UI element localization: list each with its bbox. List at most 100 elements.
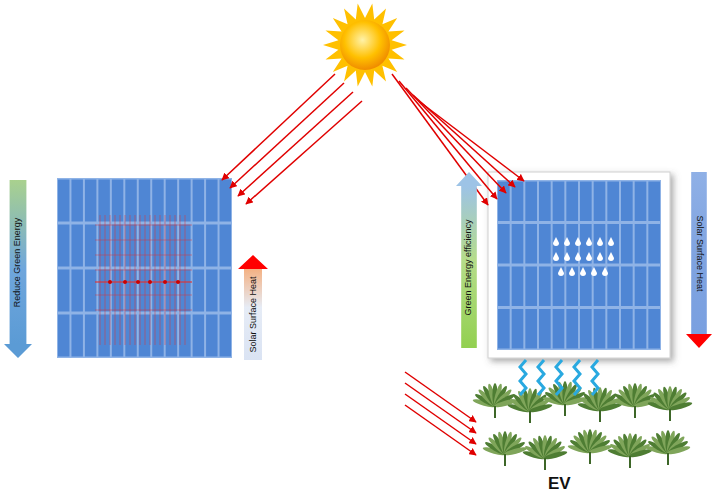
solar-cell (139, 225, 150, 267)
solar-cell (152, 180, 163, 222)
heat-hatch (160, 215, 161, 345)
heat-dot (136, 280, 140, 284)
solar-cell (580, 267, 592, 307)
arrow-body (456, 172, 482, 348)
solar-cell (152, 315, 163, 357)
solar-cell (220, 225, 231, 267)
heat-hatch (140, 215, 141, 345)
solar-cell (139, 180, 150, 222)
arrow-body (238, 255, 268, 360)
solar-cell (58, 270, 69, 312)
heat-hatch (95, 255, 192, 256)
solar-cell (58, 180, 69, 222)
solar-cell (58, 315, 69, 357)
solar-cell (166, 180, 177, 222)
sun-ray (238, 92, 353, 196)
water-droplet (586, 252, 592, 261)
solar-cell (539, 182, 551, 222)
solar-cell (166, 270, 177, 312)
heat-hatch (95, 225, 192, 226)
solar-cell (621, 224, 633, 264)
water-droplet (575, 237, 581, 246)
figure-label: EV (548, 474, 571, 494)
sun-ray (230, 83, 344, 188)
solar-cell (193, 180, 204, 222)
water-droplet (553, 237, 559, 246)
sun-ray (405, 405, 476, 455)
stem (634, 406, 636, 418)
solar-cell (139, 315, 150, 357)
solar-cell (566, 267, 578, 307)
heat-dot (148, 280, 152, 284)
leaf (668, 401, 693, 412)
water-droplet (586, 237, 592, 246)
heat-hatch (180, 215, 181, 345)
solar-cell (220, 315, 231, 357)
solar-cell (71, 180, 82, 222)
solar-cell (648, 182, 660, 222)
leaf (543, 450, 568, 461)
solar-cell (580, 182, 592, 222)
solar-cell (607, 182, 619, 222)
solar-cell (193, 225, 204, 267)
water-droplet (564, 252, 570, 261)
panel-frame (488, 172, 670, 358)
solar-cell (648, 224, 660, 264)
water-droplet (564, 237, 570, 246)
solar-cell (566, 309, 578, 349)
solar-cell (206, 270, 217, 312)
solar-cell (112, 225, 123, 267)
solar-cell (85, 270, 96, 312)
solar-cell (112, 270, 123, 312)
stem (504, 454, 506, 466)
solar-panel-cool (488, 172, 670, 358)
stem (599, 410, 601, 422)
vapour-line (538, 360, 544, 395)
solar-cell (648, 267, 660, 307)
solar-cell (525, 182, 537, 222)
solar-cell (512, 224, 524, 264)
heat-hatch (95, 310, 192, 311)
solar-cell (594, 309, 606, 349)
solar-cell (220, 270, 231, 312)
sun-ray (405, 394, 476, 444)
arrow-label: Green Energy efficiency (464, 219, 475, 315)
solar-cell (152, 270, 163, 312)
solar-cell (525, 267, 537, 307)
sun-ray (406, 88, 506, 193)
solar-cell (607, 267, 619, 307)
sun-ray (405, 372, 476, 422)
solar-cell (553, 267, 565, 307)
heat-dot (176, 280, 180, 284)
heat-hatch (130, 215, 131, 345)
water-droplet (602, 267, 608, 276)
sun-ray (420, 102, 524, 181)
panel-frame (57, 178, 232, 358)
leaf (528, 403, 553, 414)
solar-cell (85, 180, 96, 222)
water-droplet (608, 252, 614, 261)
solar-cell (580, 309, 592, 349)
solar-cell (594, 182, 606, 222)
solar-cell (193, 315, 204, 357)
solar-cell (152, 225, 163, 267)
arrow-shape: Solar Surface Heat (686, 172, 712, 348)
solar-cell (539, 309, 551, 349)
sun-rays (323, 4, 407, 87)
stem (669, 409, 671, 421)
solar-cell (621, 267, 633, 307)
solar-cell (139, 270, 150, 312)
stem (564, 404, 566, 416)
evaporation-lines (520, 360, 598, 395)
solar-cell (607, 224, 619, 264)
heat-hatch (135, 215, 136, 345)
heat-hatch (175, 215, 176, 345)
arrow-shape: Green Energy efficiency (456, 172, 482, 348)
solar-cell (206, 180, 217, 222)
solar-cell (85, 315, 96, 357)
solar-cell (498, 309, 510, 349)
solar-cell (206, 225, 217, 267)
solar-cell (166, 315, 177, 357)
water-droplet (597, 252, 603, 261)
